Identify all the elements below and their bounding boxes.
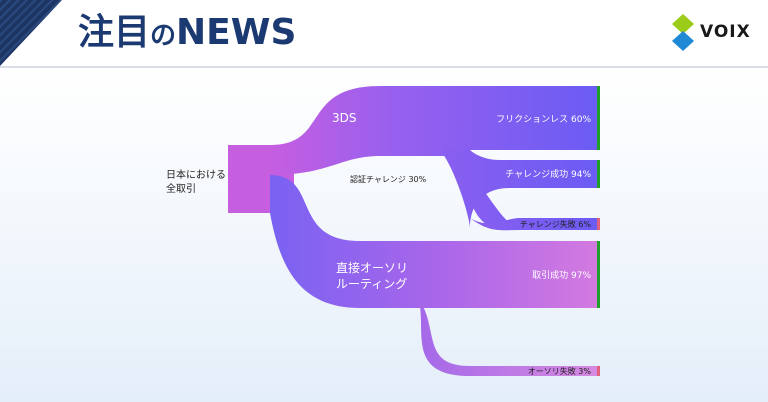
frictionless-success-bar <box>597 86 600 150</box>
sankey-diagram: 日本における 全取引 3DS フリクションレス 60% 認証チャレンジ 30% … <box>166 86 600 376</box>
flow-challenge-fail <box>470 218 600 231</box>
voix-logo: VOIX <box>668 14 760 52</box>
transaction-success-bar <box>597 241 600 308</box>
challenge-label: 認証チャレンジ 30% <box>350 174 427 184</box>
flow-direct-routing <box>270 175 600 308</box>
source-label-line1: 日本における <box>166 168 226 181</box>
source-label-line2: 全取引 <box>166 182 196 195</box>
logo-text: VOIX <box>700 22 751 42</box>
challenge-fail-bar <box>597 218 600 230</box>
threeds-label: 3DS <box>332 111 357 125</box>
corner-stripe-decoration <box>0 0 62 66</box>
title-main: 注目 <box>78 12 151 53</box>
flow-auth-failure <box>418 298 600 376</box>
auth-fail-label: オーソリ失敗 3% <box>528 366 592 376</box>
title-particle: の <box>150 21 177 51</box>
auth-fail-bar <box>597 366 600 376</box>
challenge-success-label: チャレンジ成功 94% <box>505 168 591 180</box>
frictionless-label: フリクションレス 60% <box>496 114 591 125</box>
direct-routing-label-line2: ルーティング <box>336 277 407 291</box>
title-tail: NEWS <box>176 12 297 53</box>
flow-3ds <box>270 86 600 228</box>
transaction-success-label: 取引成功 97% <box>532 269 591 281</box>
header: 注目のNEWS VOIX <box>0 0 768 68</box>
challenge-fail-label: チャレンジ失敗 6% <box>520 219 592 229</box>
direct-routing-label-line1: 直接オーソリ <box>336 260 408 275</box>
page-title: 注目のNEWS <box>78 8 296 61</box>
content-area: 日本における 全取引 3DS フリクションレス 60% 認証チャレンジ 30% … <box>0 68 768 402</box>
flow-challenge-success <box>440 150 600 228</box>
challenge-success-bar <box>597 160 600 188</box>
voix-logo-mark <box>672 14 694 51</box>
